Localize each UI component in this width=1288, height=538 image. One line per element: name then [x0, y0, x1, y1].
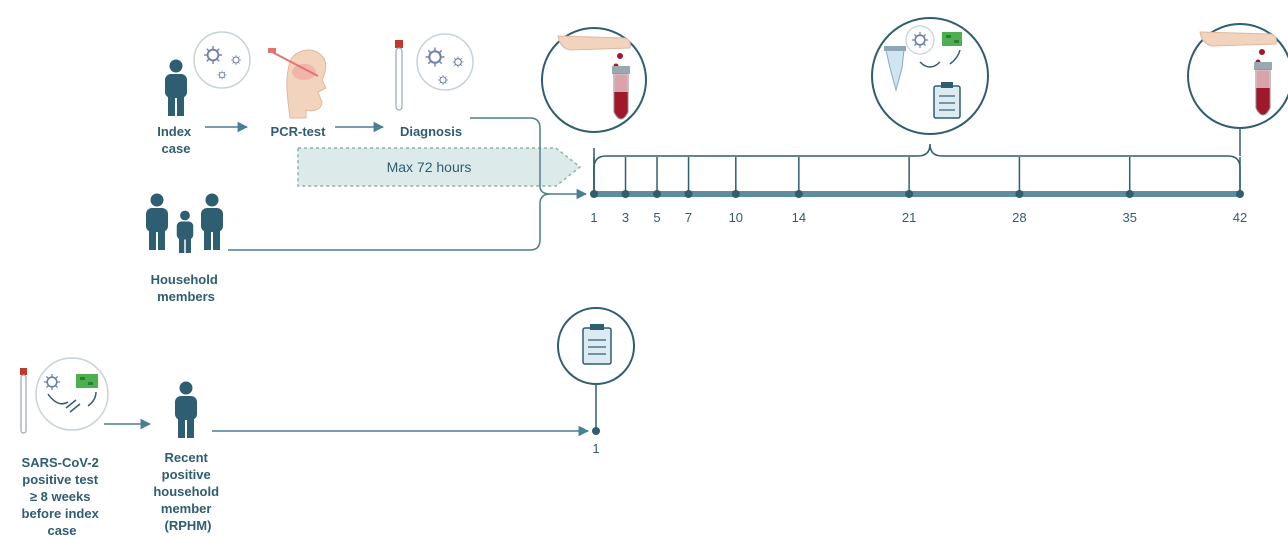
- household-members-icon: [146, 193, 223, 253]
- rphm-clipboard-icon: [557, 307, 635, 428]
- diagnosis-tube-icon: [395, 40, 403, 111]
- rphm-day-marker: [592, 427, 600, 435]
- household-members-label: Household members: [151, 272, 222, 304]
- timeline-bracket: [593, 143, 1241, 192]
- timeline-day-marker: [794, 190, 803, 198]
- diagnosis-connector: [470, 117, 588, 200]
- sars-test-label: SARS-CoV-2 positive test ≥ 8 weeks befor…: [22, 455, 103, 538]
- sars-test-icon: [20, 357, 109, 434]
- timeline-day-label: 21: [902, 210, 916, 225]
- timeline-day-marker: [590, 190, 598, 198]
- timeline-day-marker: [1125, 190, 1134, 198]
- rphm-day-label: 1: [592, 441, 599, 456]
- rphm-label: Recent positive household member (RPHM): [153, 450, 222, 533]
- timeline-day-label: 1: [590, 210, 597, 225]
- blood-draw-icon-day-1: [541, 27, 647, 192]
- timeline-day-label: 3: [622, 210, 629, 225]
- timeline-day-label: 14: [792, 210, 806, 225]
- timeline-day-label: 28: [1012, 210, 1026, 225]
- blood-draw-icon-day-42: [1187, 23, 1288, 156]
- timeline-day-marker: [1015, 190, 1024, 198]
- timeline-day-marker: [621, 190, 630, 198]
- swab-face-icon: [268, 48, 327, 119]
- diagnosis-virus-bubble: [416, 33, 474, 91]
- household-connector: [228, 193, 551, 251]
- lab-analysis-icon: [871, 17, 989, 135]
- max-72-hours-label: Max 72 hours: [387, 159, 472, 175]
- index-case-label: Index case: [157, 124, 195, 156]
- max-72-hours-band: Max 72 hours: [297, 147, 582, 187]
- timeline-day-marker: [684, 190, 693, 198]
- timeline-day-marker: [731, 190, 740, 198]
- timeline-day-label: 35: [1122, 210, 1136, 225]
- timeline-day-marker: [653, 190, 662, 198]
- timeline-day-label: 7: [685, 210, 692, 225]
- timeline-day-marker: [905, 190, 914, 198]
- rphm-person-icon: [175, 381, 197, 438]
- timeline-day-label: 10: [729, 210, 743, 225]
- timeline-day-label: 5: [653, 210, 660, 225]
- index-person-icon: [165, 59, 187, 116]
- timeline-day-marker: [1236, 190, 1244, 198]
- clipboard-icon-mid: [933, 82, 961, 119]
- diagnosis-label: Diagnosis: [400, 124, 462, 139]
- pcr-test-label: PCR-test: [271, 124, 327, 139]
- index-virus-bubble: [193, 31, 251, 89]
- timeline-day-label: 42: [1233, 210, 1247, 225]
